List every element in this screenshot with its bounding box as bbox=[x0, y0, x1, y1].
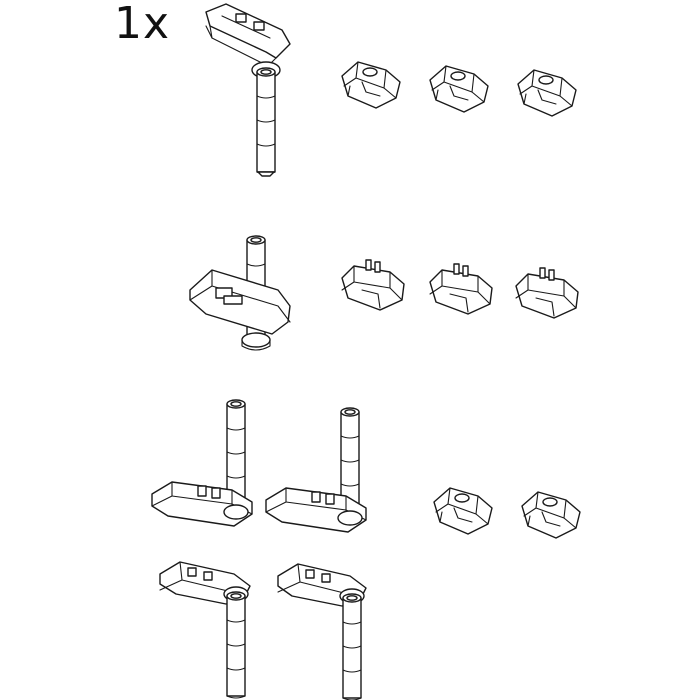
clip-part bbox=[429, 263, 493, 315]
hanging-rod-part bbox=[159, 561, 251, 699]
corner-connector-part bbox=[205, 3, 291, 177]
hanging-rod-part bbox=[277, 563, 367, 700]
rod-bracket-part bbox=[265, 407, 367, 533]
clip-part bbox=[429, 65, 489, 113]
clip-part bbox=[341, 61, 401, 109]
clip-part bbox=[515, 267, 579, 319]
clip-part bbox=[521, 491, 581, 539]
clip-part bbox=[517, 69, 577, 117]
clip-part bbox=[341, 259, 405, 311]
base-mount-part bbox=[189, 235, 291, 351]
quantity-label: 1x bbox=[114, 0, 171, 49]
clip-part bbox=[433, 487, 493, 535]
rod-bracket-part bbox=[151, 399, 253, 527]
